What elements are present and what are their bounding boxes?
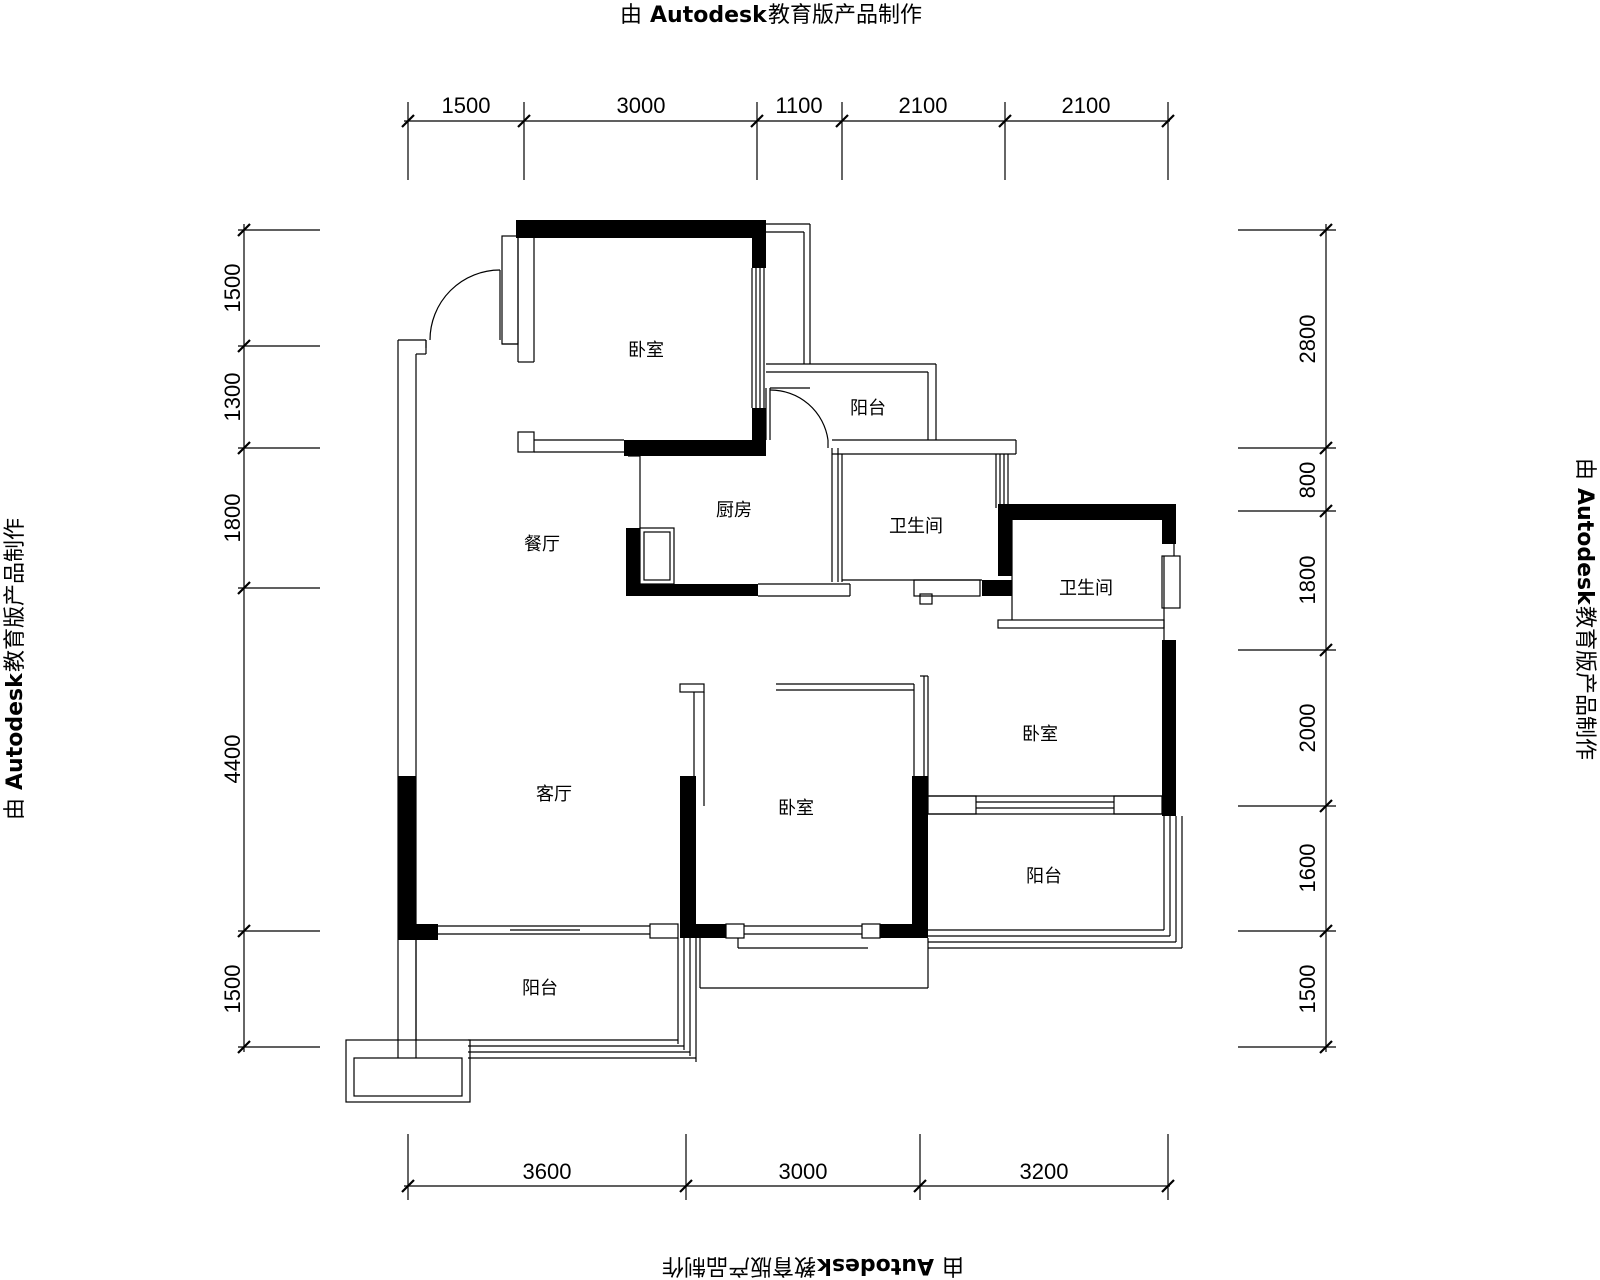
room-label-bedroom-middle: 卧室 [778,798,814,819]
room-label-balcony-right: 阳台 [1026,866,1062,887]
watermark-left-suffix: 教育版产品制作 [3,518,28,672]
dim-right-2: 800 [1295,462,1320,499]
room-label-bedroom-top: 卧室 [628,340,664,361]
dimension-chain-right: 2800 800 1800 2000 1600 1500 [1238,223,1336,1054]
watermark-right-brand: Autodesk [1572,488,1597,606]
solid-walls [398,220,1176,940]
dim-top-1: 1500 [442,93,491,118]
room-label-dining: 餐厅 [524,534,560,555]
thin-walls [345,223,1183,1103]
room-labels: 卧室 阳台 厨房 卫生间 卫生间 餐厅 客厅 卧室 卧室 阳台 阳台 [522,340,1113,999]
dim-right-6: 1500 [1295,965,1320,1014]
room-label-living: 客厅 [536,784,572,805]
dim-right-4: 2000 [1295,704,1320,753]
dim-top-4: 2100 [899,93,948,118]
dim-top-3: 1100 [775,93,822,118]
room-label-bathroom-2: 卫生间 [1059,578,1113,599]
watermark-right-suffix: 教育版产品制作 [1572,606,1597,760]
dim-right-1: 2800 [1295,315,1320,364]
room-label-bedroom-right: 卧室 [1022,724,1058,745]
dim-left-2: 1300 [220,373,245,422]
watermark-top-prefix: 由 [620,3,642,28]
dim-right-3: 1800 [1295,556,1320,605]
watermark-bottom-suffix: 教育版产品制作 [662,1253,816,1278]
dim-left-4: 4400 [220,735,245,784]
dim-top-2: 3000 [617,93,666,118]
watermark-left-brand: Autodesk [3,672,28,790]
watermark-top-brand: Autodesk [650,3,768,28]
dim-bottom-2: 3000 [779,1159,828,1184]
dim-bottom-1: 3600 [523,1159,572,1184]
room-label-kitchen: 厨房 [716,500,752,521]
watermark-left-prefix: 由 [3,798,28,820]
dim-left-1: 1500 [220,264,245,313]
dim-right-5: 1600 [1295,844,1320,893]
watermark-bottom-prefix: 由 [942,1253,964,1278]
room-label-balcony-top: 阳台 [850,398,886,419]
dim-left-5: 1500 [220,965,245,1014]
watermark-bottom-brand: Autodesk [816,1253,934,1278]
dimension-chain-bottom: 3600 3000 3200 [401,1134,1175,1200]
room-label-bathroom-1: 卫生间 [889,516,943,537]
dim-left-3: 1800 [220,494,245,543]
dimension-chain-left: 1500 1300 1800 4400 1500 [220,223,320,1054]
dim-top-5: 2100 [1062,93,1111,118]
watermark-left: 由 Autodesk 教育版产品制作 [3,518,28,820]
watermark-top-suffix: 教育版产品制作 [768,3,922,28]
watermark-bottom: 由 Autodesk 教育版产品制作 [662,1253,964,1278]
room-label-balcony-bottom: 阳台 [522,978,558,999]
watermark-right: 由 Autodesk 教育版产品制作 [1572,458,1597,760]
watermark-top: 由 Autodesk 教育版产品制作 [620,3,922,28]
watermark-right-prefix: 由 [1572,458,1597,480]
dimension-chain-top: 1500 3000 1100 2100 2100 [401,93,1175,180]
dim-bottom-3: 3200 [1020,1159,1069,1184]
